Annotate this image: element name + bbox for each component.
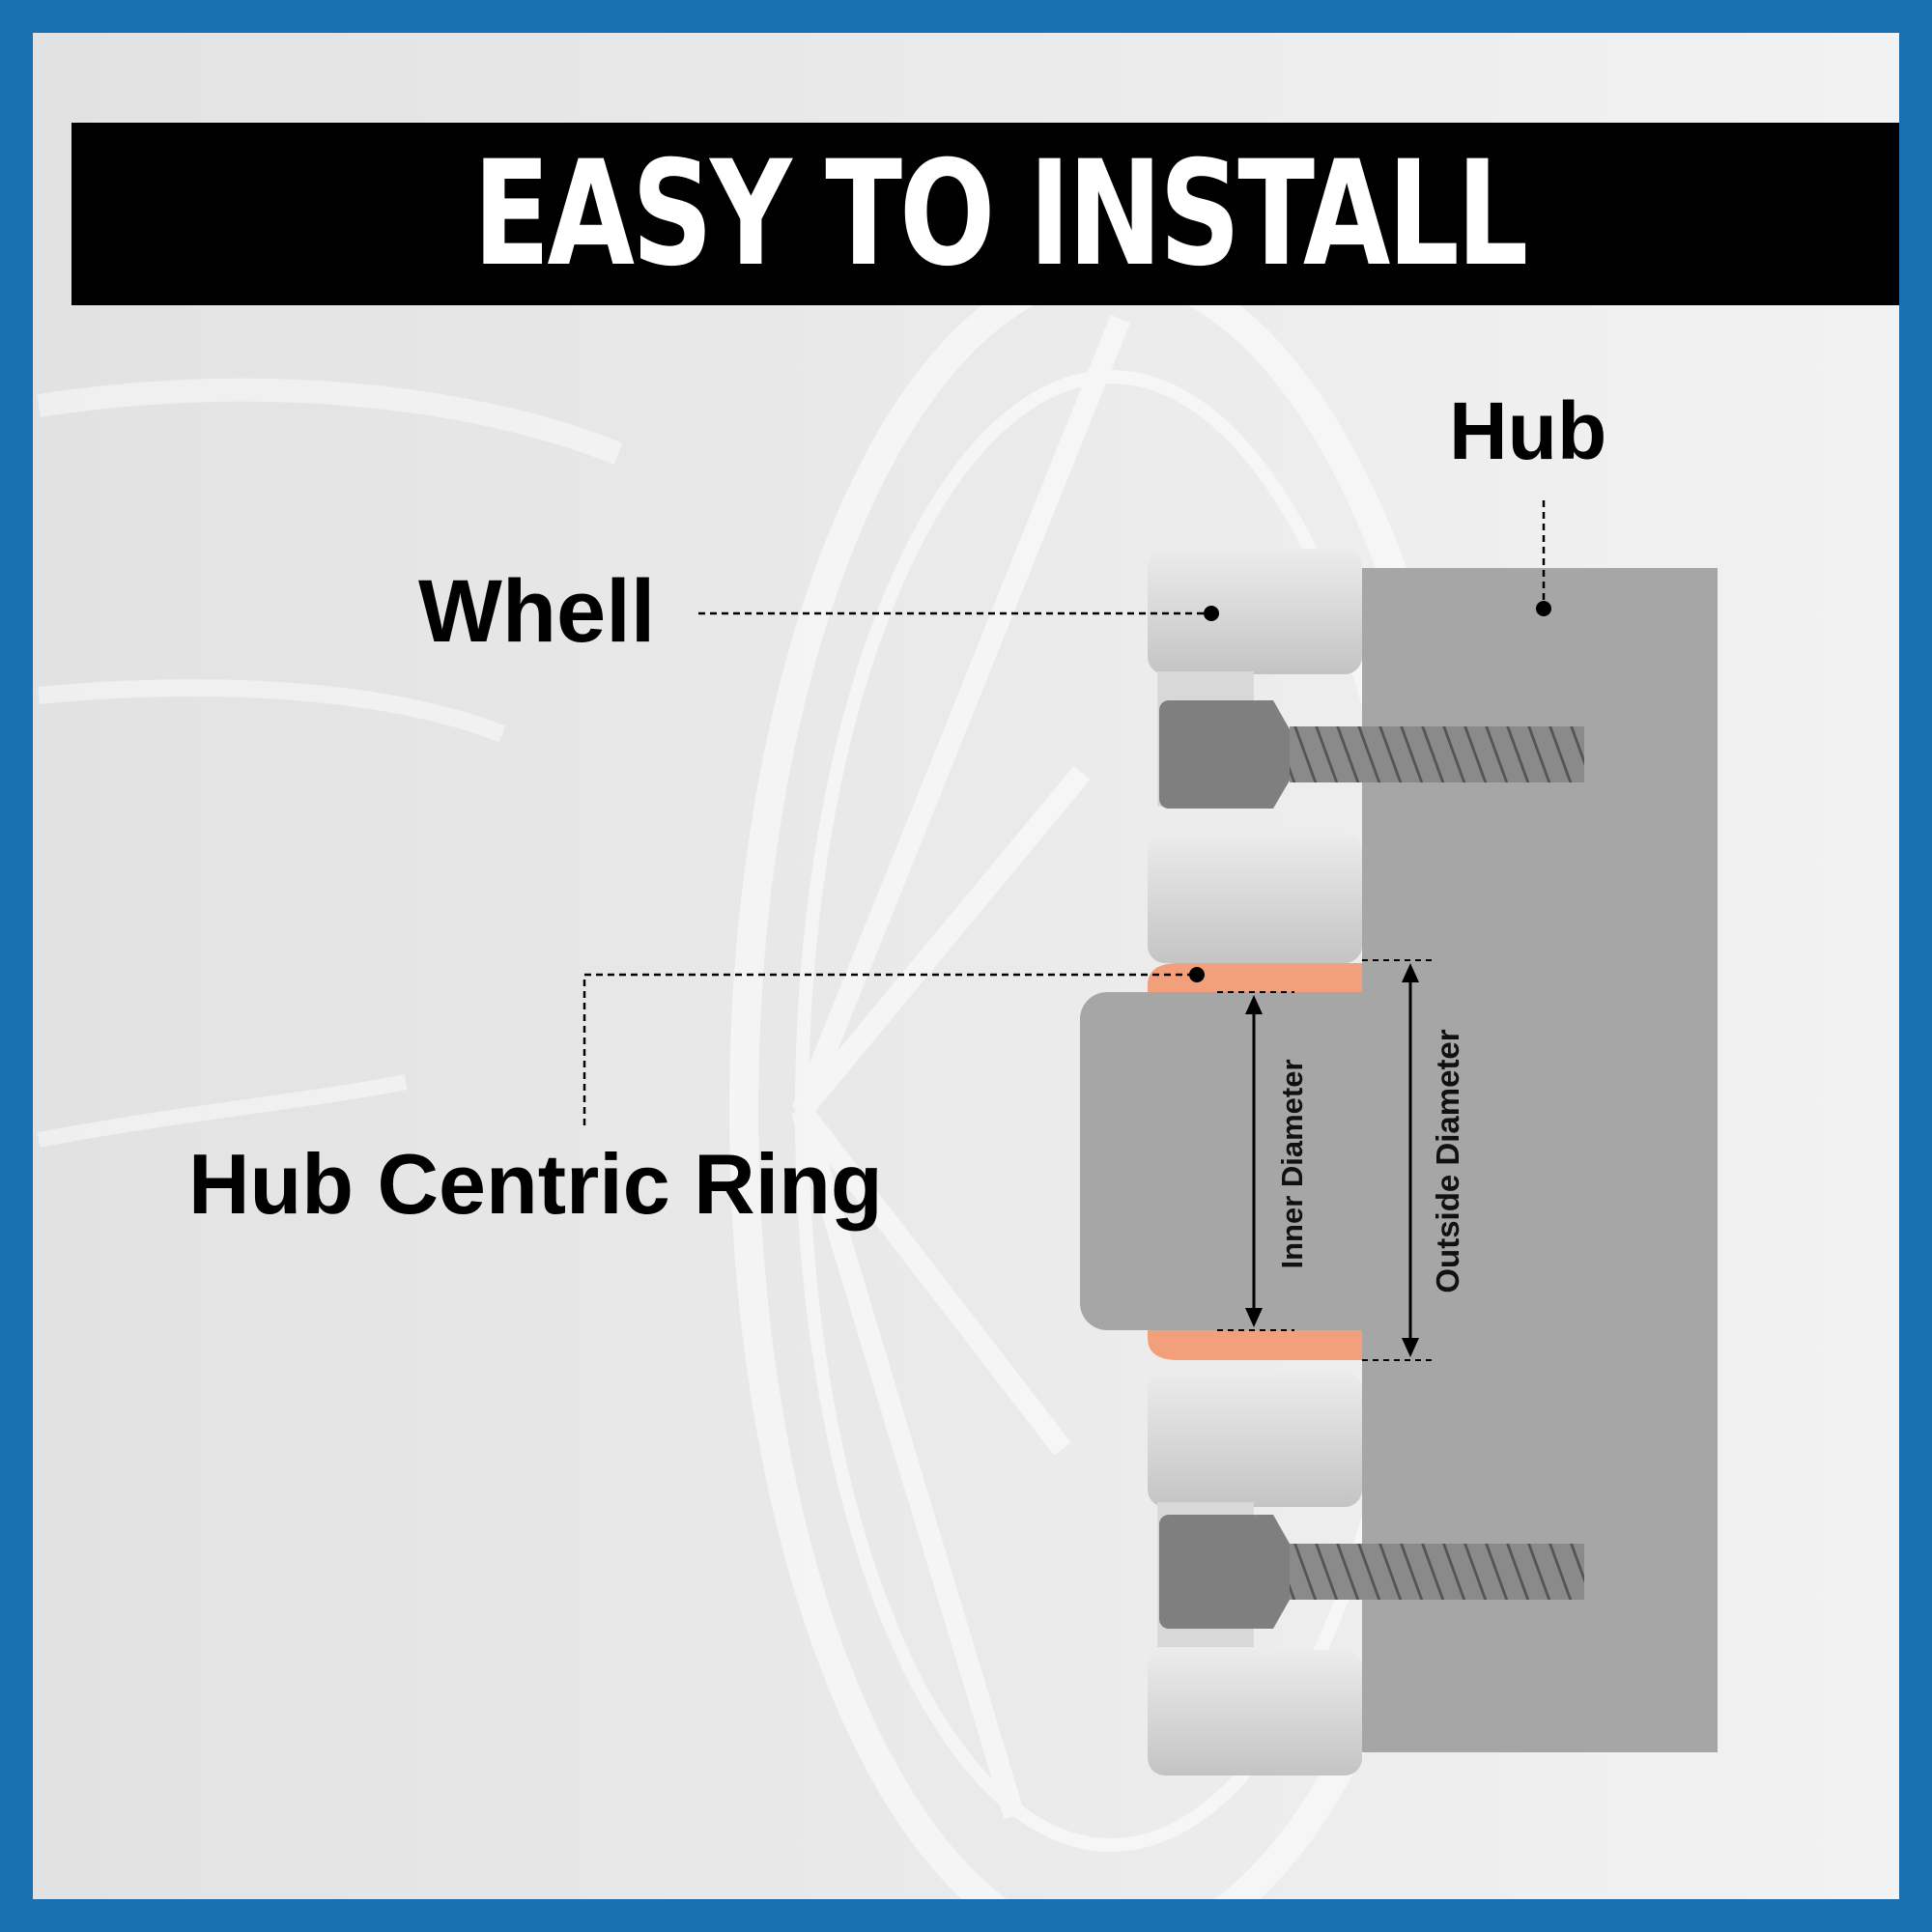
banner-title: EASY TO INSTALL [472,129,1528,298]
ring-dot [1189,967,1205,982]
bolt-top [1159,700,1584,809]
wheel-dot [1204,606,1219,621]
leader-lines [582,500,1546,1125]
wheel-block-top [1148,549,1362,674]
wheel-block-lower [1148,1372,1362,1507]
installation-diagram: Hub Whell Hub Centric Ring Inner Diamete… [33,33,1899,1899]
ring-leader [582,973,1193,1125]
hub-centric-ring-bottom [1148,1328,1362,1360]
background-car-body [37,378,623,1148]
hub-centric-ring-top [1148,963,1362,995]
wheel-block-upper [1148,833,1362,963]
wheel-block-bottom [1148,1650,1362,1776]
bolt-bottom [1159,1515,1584,1629]
wheel-label: Whell [418,562,655,661]
hub-dot [1536,601,1551,616]
outside-diameter-arrow [1402,963,1419,1357]
hub-centric-ring-label: Hub Centric Ring [188,1136,883,1232]
title-banner: EASY TO INSTALL [71,123,1899,305]
outside-diameter-label: Outside Diameter [1430,1029,1465,1293]
inner-diameter-arrow [1245,995,1263,1327]
dimension-guides [1217,959,1435,1361]
hub-label: Hub [1449,385,1606,476]
inner-diameter-label: Inner Diameter [1275,1059,1309,1268]
